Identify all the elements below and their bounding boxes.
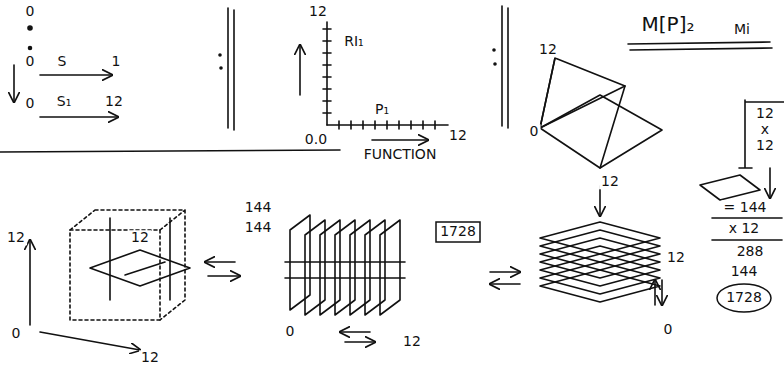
sketch-label: 12 — [537, 42, 559, 57]
sketch-label: 0 — [10, 326, 23, 341]
sketch-label: 12 — [599, 174, 621, 189]
sketch-label: 12 — [129, 230, 151, 245]
sketch-label: 144 — [729, 264, 760, 279]
sketch-label: 288 — [735, 244, 766, 259]
sketch-label: 0 — [284, 324, 297, 339]
sketch-label: 0.0 — [303, 132, 329, 147]
sketch-label: 0 — [528, 124, 541, 139]
circled-number: 1728 — [716, 283, 772, 313]
node-text: 1728 — [435, 224, 481, 239]
sketch-label: 0 — [24, 4, 37, 19]
sketch-label: Mi — [732, 22, 752, 37]
sketch-label: RI₁ — [342, 34, 365, 49]
sketch-label: x — [759, 122, 771, 137]
sketch-label: FUNCTION — [362, 147, 439, 162]
sketch-label: 0 — [24, 54, 37, 69]
sketch-label: 12 — [401, 334, 423, 349]
sketch-label: = 144 — [722, 200, 769, 215]
sketch-label: 12 — [447, 128, 469, 143]
sketch-label: 12 — [754, 106, 776, 121]
sketch-label: 12 — [139, 350, 161, 365]
boxed-number: 1728 — [435, 221, 481, 243]
sketch-label: 12 — [307, 4, 329, 19]
sketch-label: 144 — [243, 220, 274, 235]
sketch-label: S₁ — [55, 94, 74, 109]
sketch-label: M[P]₂ — [640, 13, 697, 35]
sketch-label: 12 — [665, 250, 687, 265]
node-text: 1728 — [716, 290, 772, 305]
sketch-label: 12 — [5, 230, 27, 245]
sketch-label: 144 — [243, 200, 274, 215]
sketch-label: S — [56, 54, 69, 69]
sketch-label: 12 — [103, 94, 125, 109]
sketch-label: 12 — [754, 138, 776, 153]
sketch-label: x 12 — [727, 221, 762, 236]
sketch-label: 1 — [110, 54, 123, 69]
sketch-label: P₁ — [373, 102, 391, 117]
sketch-label: 0 — [24, 96, 37, 111]
sketch-label: 0 — [662, 322, 675, 337]
